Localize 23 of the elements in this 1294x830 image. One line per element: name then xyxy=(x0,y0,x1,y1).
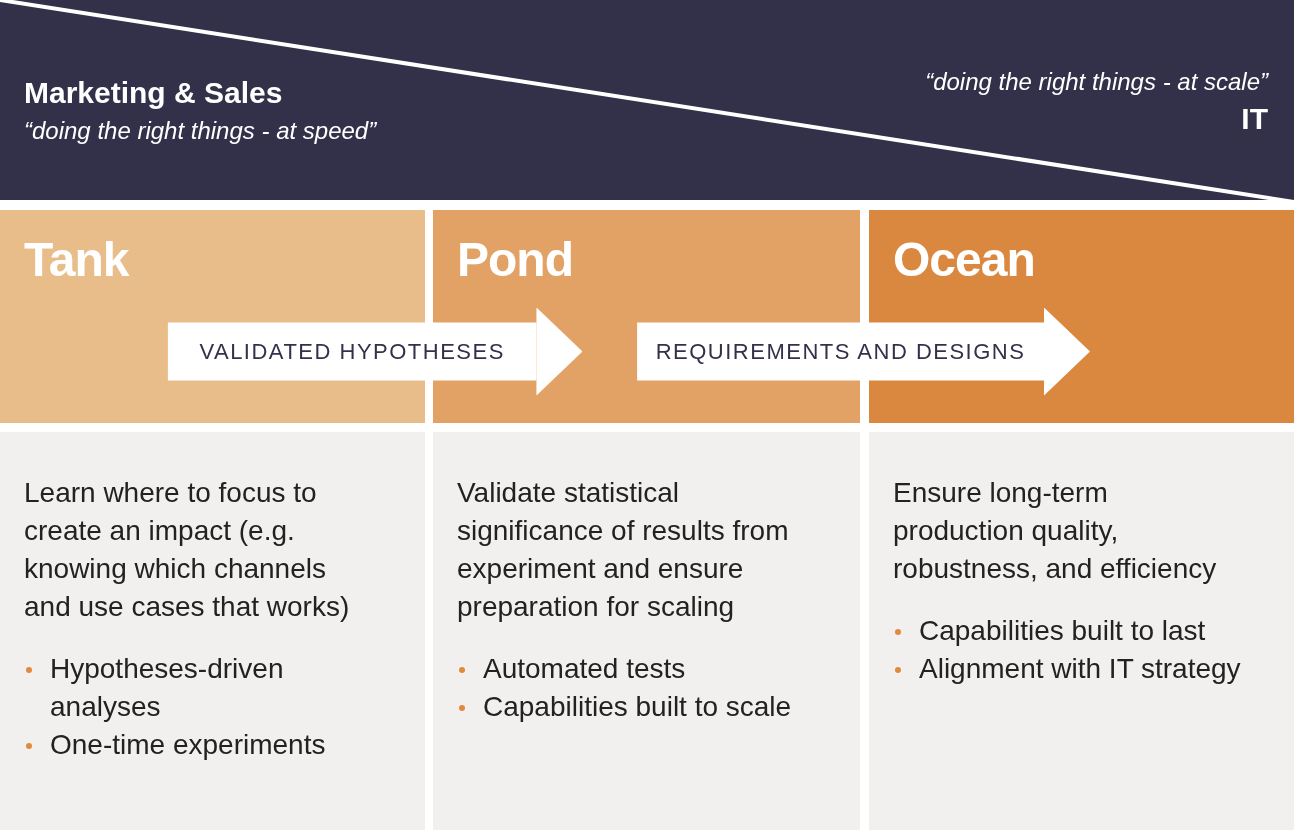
bullet-item: One-time experiments xyxy=(24,726,375,764)
bullet-item: Automated tests xyxy=(457,650,810,688)
stage-title: Tank xyxy=(24,232,129,287)
group-title: Marketing & Sales xyxy=(24,76,283,110)
description-text: Learn where to focus to create an impact (e.g. knowing which channels and use cases that works) xyxy=(24,476,351,624)
stage-title: Ocean xyxy=(893,232,1035,287)
group-title: IT xyxy=(1241,102,1268,136)
stage-title: Pond xyxy=(457,232,573,287)
bullet-item: Hypotheses-driven analyses xyxy=(24,650,375,726)
block-arrow xyxy=(637,307,1090,396)
bullet-item: Capabilities built to scale xyxy=(457,688,810,726)
description-panel xyxy=(433,432,860,830)
bullet-item: Alignment with IT strategy xyxy=(893,650,1244,688)
tagline: “doing the right things - at speed” xyxy=(24,117,377,145)
description-text: Validate statistical significance of results from experiment and ensure preparation for scaling xyxy=(457,476,790,624)
bullet-item: Capabilities built to last xyxy=(893,612,1244,650)
description-panel xyxy=(869,432,1294,830)
description-panel xyxy=(0,432,425,830)
description-text: Ensure long-term production quality, robustness, and efficiency xyxy=(893,476,1218,586)
tagline: “doing the right things - at scale” xyxy=(925,68,1268,96)
edge-label: VALIDATED HYPOTHESES xyxy=(199,338,505,365)
block-arrow xyxy=(167,307,583,396)
edge-label: REQUIREMENTS AND DESIGNS xyxy=(655,338,1026,365)
